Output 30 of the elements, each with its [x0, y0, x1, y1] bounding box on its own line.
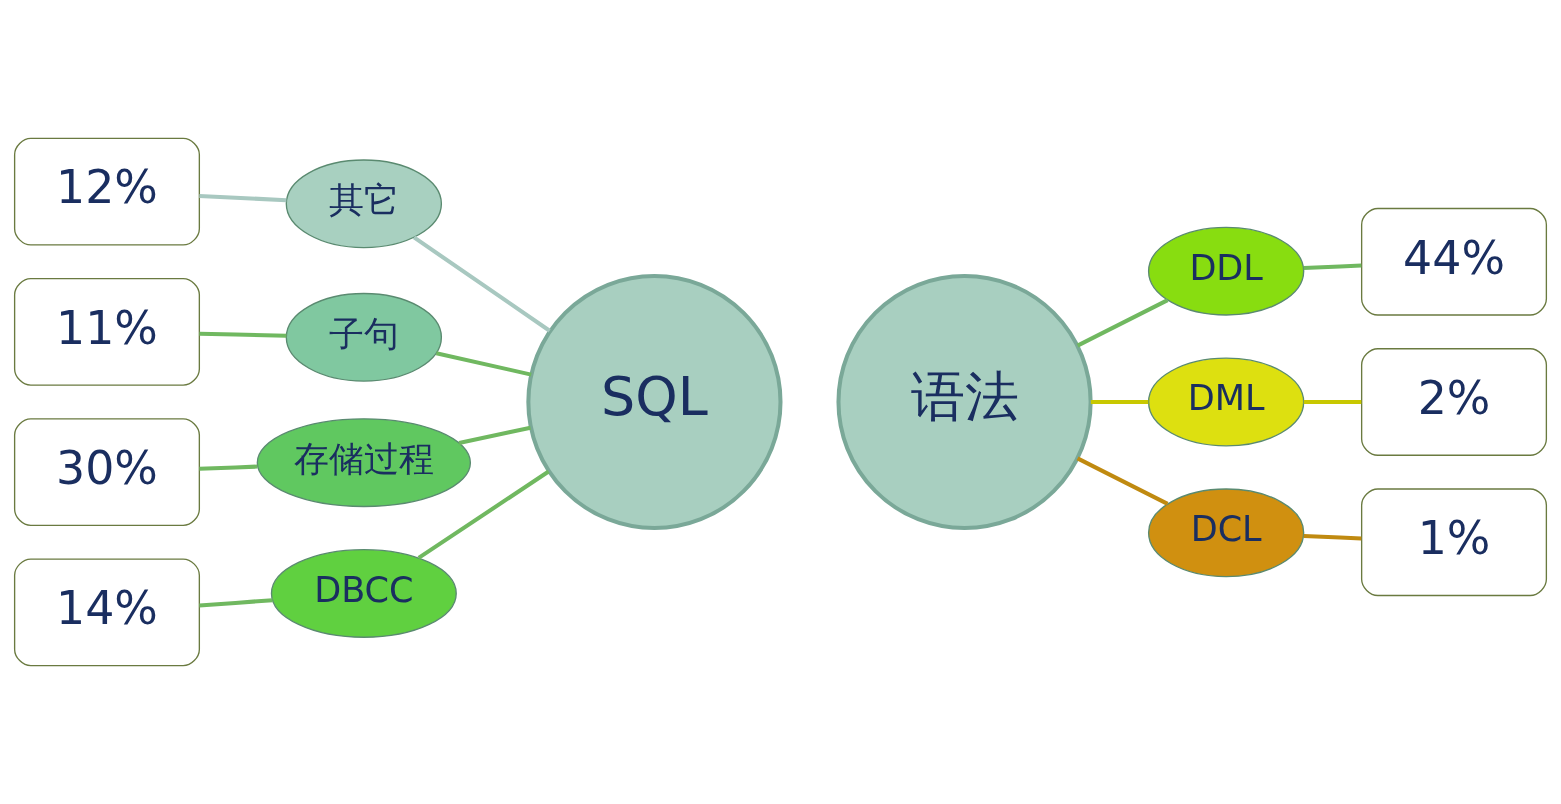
- node-ellipse: DML: [1147, 357, 1305, 447]
- connector: [435, 351, 532, 377]
- node-ellipse: DDL: [1147, 226, 1305, 316]
- connector: [199, 193, 287, 203]
- connector: [1303, 399, 1362, 405]
- node-box: 44%: [1360, 207, 1548, 316]
- node-box: 11%: [13, 277, 201, 386]
- connector: [412, 235, 551, 333]
- connector: [199, 598, 273, 608]
- node-box: 2%: [1360, 348, 1548, 456]
- node-box: 1%: [1360, 488, 1548, 597]
- connector: [458, 425, 531, 445]
- connector: [1076, 298, 1169, 348]
- node-box: 30%: [13, 418, 201, 527]
- node-circle: 语法: [836, 273, 1093, 531]
- node-ellipse: DCL: [1147, 488, 1305, 578]
- connector: [1076, 456, 1169, 506]
- connector: [417, 469, 550, 560]
- node-ellipse: 存储过程: [256, 418, 472, 508]
- node-ellipse: 其它: [285, 159, 443, 249]
- node-ellipse: DBCC: [270, 548, 457, 638]
- node-box: 14%: [13, 558, 201, 667]
- connector: [199, 464, 258, 471]
- connector: [1090, 399, 1149, 405]
- connector: [1303, 263, 1362, 271]
- connector: [199, 331, 287, 338]
- node-ellipse: 子句: [285, 292, 443, 382]
- node-circle: SQL: [526, 273, 783, 531]
- connector: [1303, 533, 1362, 541]
- node-box: 12%: [13, 137, 201, 246]
